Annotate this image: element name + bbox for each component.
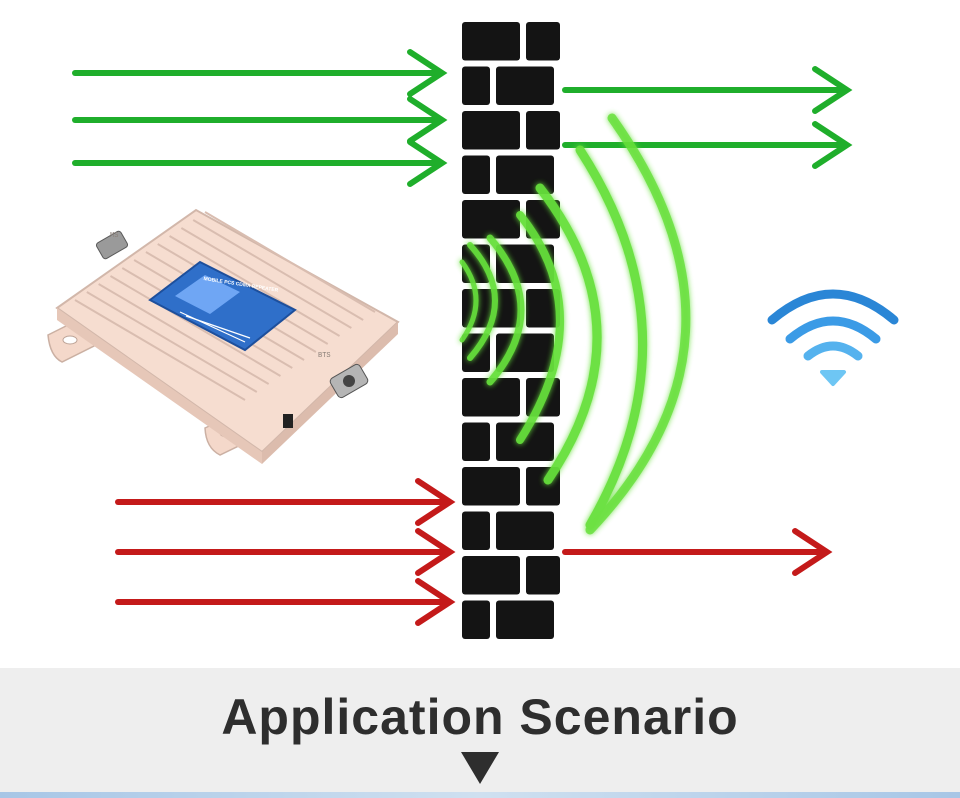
wall-brick (496, 600, 554, 639)
page-title: Application Scenario (221, 689, 739, 745)
wall-brick (462, 422, 490, 461)
arrow-right-icon (115, 478, 456, 526)
wall-brick (462, 467, 520, 506)
wall-brick (462, 556, 520, 595)
ms-port-label: MS (110, 232, 119, 240)
wall-brick (462, 511, 490, 550)
red-incoming-arrows (115, 478, 456, 626)
wall-brick (496, 333, 554, 372)
wall-brick (462, 111, 520, 150)
application-scene (47, 22, 899, 639)
device-fin (204, 211, 376, 313)
wall-brick (526, 556, 560, 595)
wall-brick (462, 200, 520, 239)
wall-brick (526, 22, 560, 61)
device-fin (169, 235, 341, 337)
brick-wall (462, 22, 560, 639)
wall-brick (526, 111, 560, 150)
device-fin (86, 291, 258, 393)
arrow-right-icon (562, 66, 853, 114)
down-triangle-icon (461, 752, 499, 784)
wall-brick (526, 289, 560, 328)
arrow-right-icon (562, 528, 833, 576)
wall-brick (496, 511, 554, 550)
arrow-right-icon (72, 139, 448, 187)
green-outgoing-arrows (562, 66, 853, 169)
wall-brick (462, 22, 520, 61)
red-outgoing-arrow (562, 528, 833, 576)
arrow-right-icon (72, 96, 448, 144)
wall-brick (496, 422, 554, 461)
arrow-right-icon (562, 121, 853, 169)
device-fin (98, 283, 270, 385)
footer-strip (0, 792, 960, 798)
wall-brick (462, 66, 490, 105)
arrow-right-icon (72, 49, 448, 97)
green-incoming-arrows (72, 49, 448, 187)
device-fin (109, 275, 281, 377)
device-fin (180, 227, 352, 329)
bts-port-label: BTS (318, 352, 331, 360)
device-fin (192, 219, 364, 321)
wifi-icon (767, 289, 899, 386)
wall-brick (496, 66, 554, 105)
arrow-right-icon (115, 528, 456, 576)
wall-brick (462, 378, 520, 417)
repeater-device (47, 208, 400, 464)
wall-brick (462, 600, 490, 639)
wall-brick (462, 155, 490, 194)
signal-waves (459, 113, 691, 535)
device-fin (74, 299, 246, 401)
arrow-right-icon (115, 578, 456, 626)
